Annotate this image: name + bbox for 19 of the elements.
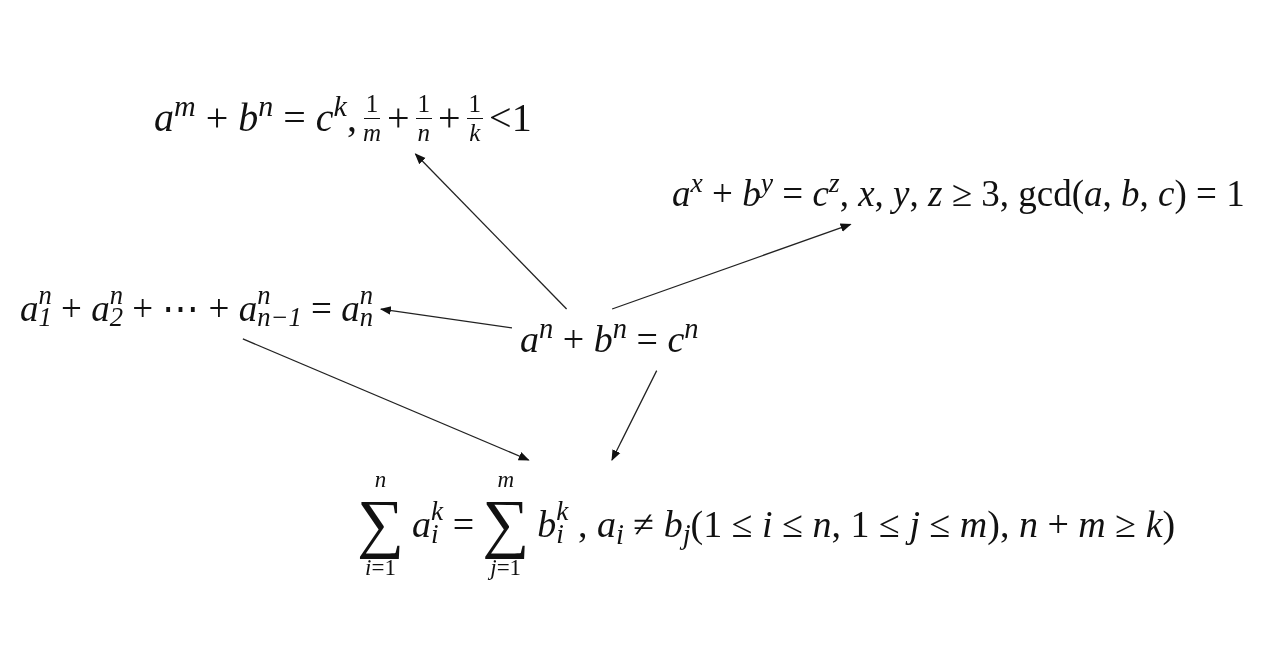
- arrow: [242, 338, 530, 461]
- formula-text: +: [437, 94, 462, 142]
- arrow: [611, 369, 658, 461]
- formula: a$^{n}$ + b$^{n}$ = c$^{n}$: [520, 317, 699, 363]
- formula-text: a$^{m}$ + b$^{n}$ = c$^{k}$,: [153, 94, 358, 142]
- fraction-numerator: 1: [466, 90, 484, 119]
- arrow: [611, 223, 852, 310]
- fraction-denominator: n: [417, 118, 430, 146]
- formula-text: +: [385, 94, 411, 142]
- fraction-numerator: 1: [415, 90, 432, 119]
- formula-text: <1: [488, 94, 533, 142]
- arrow: [379, 306, 513, 329]
- arrow: [414, 153, 568, 310]
- formula: a$^{x}$ + b$^{y}$ = c$^{z}$, x, y, z ≥ 3, gcd(a, b, c) = 1: [672, 172, 1245, 217]
- fraction-denominator: k: [469, 118, 481, 146]
- fraction-denominator: m: [362, 118, 381, 146]
- fraction-numerator: 1: [363, 90, 381, 119]
- upper-limit: m: [497, 468, 514, 493]
- upper-limit: n: [374, 468, 387, 493]
